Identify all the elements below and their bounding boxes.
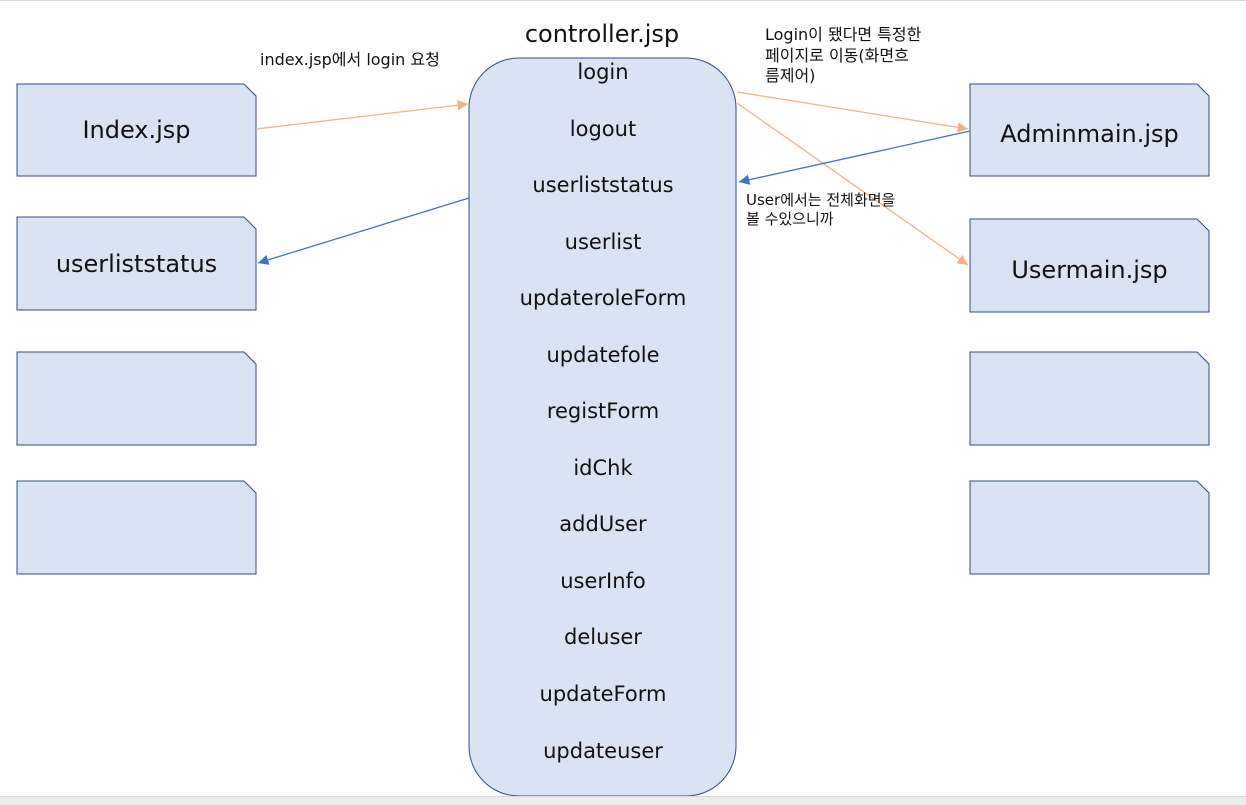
annotation-login-redirect-line-2: 페이지로 이동(화면흐 (765, 46, 909, 65)
annotation-user-note-line-2: 볼 수있으니까 (746, 210, 834, 228)
top-border (0, 0, 1246, 1)
right-box-adminmain[interactable] (969, 83, 1210, 177)
controller-method-updatefole[interactable]: updatefole (546, 343, 660, 367)
arrow-index-to-controller (255, 100, 469, 130)
right-box-empty-1[interactable] (969, 351, 1210, 446)
right-box-label-2: Usermain.jsp (1011, 255, 1168, 284)
controller-method-userliststatus[interactable]: userliststatus (532, 173, 674, 197)
bottom-scroll-area (0, 796, 1246, 805)
annotation-login-redirect-line-3: 름제어) (765, 66, 816, 85)
controller-method-registform[interactable]: registForm (546, 399, 660, 423)
right-box-empty-2[interactable] (969, 480, 1210, 575)
arrow-controller-to-userliststatus (257, 197, 470, 265)
left-box-label-3 (17, 352, 256, 445)
left-box-label-4 (17, 481, 256, 574)
controller-method-updateuser[interactable]: updateuser (543, 739, 663, 763)
left-box-label-1: Index.jsp (82, 116, 191, 144)
right-box-usermain[interactable] (969, 218, 1210, 313)
right-box-label-3 (970, 352, 1209, 445)
left-box-index[interactable] (16, 83, 257, 177)
controller-method-userlist[interactable]: userlist (564, 230, 642, 254)
arrow-controller-to-usermain (736, 102, 969, 266)
left-box-empty-1[interactable] (16, 351, 257, 446)
annotation-index-request: index.jsp에서 login 요청 (260, 50, 440, 69)
controller-method-login[interactable]: login (577, 60, 629, 84)
controller-method-updateroleform[interactable]: updateroleForm (519, 286, 687, 310)
controller-method-idchk[interactable]: idChk (573, 456, 633, 480)
annotation-login-redirect-line-1: Login이 됐다면 특정한 (765, 25, 922, 44)
controller-method-updateform[interactable]: updateForm (539, 682, 667, 706)
controller-title: controller.jsp (524, 20, 680, 48)
left-box-userliststatus[interactable] (16, 216, 257, 311)
right-box-label-1: Adminmain.jsp (1000, 120, 1179, 148)
arrow-controller-to-adminmain (736, 91, 969, 133)
arrow-adminmain-to-controller (738, 130, 971, 185)
annotation-user-note-line-1: User에서는 전체화면을 (746, 191, 896, 209)
left-box-empty-2[interactable] (16, 480, 257, 575)
right-box-label-4 (970, 481, 1209, 574)
controller-method-deluser[interactable]: deluser (564, 625, 642, 649)
controller-method-adduser[interactable]: addUser (559, 512, 647, 536)
controller-method-userinfo[interactable]: userInfo (560, 569, 646, 593)
controller-method-logout[interactable]: logout (569, 117, 637, 141)
left-box-label-2: userliststatus (55, 249, 218, 278)
